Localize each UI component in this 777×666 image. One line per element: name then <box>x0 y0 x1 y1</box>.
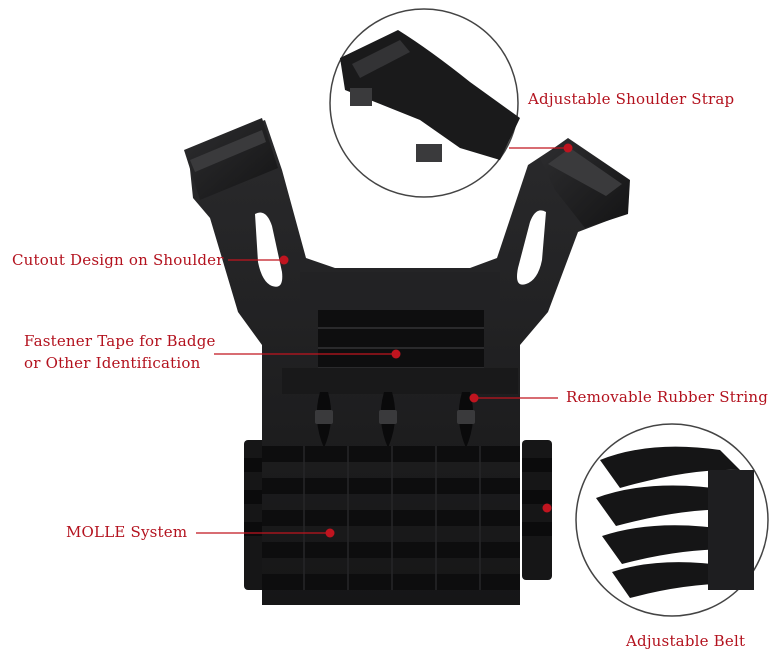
upper-strip <box>282 368 518 394</box>
shoulder-pad-right <box>540 138 630 228</box>
dot-shoulder-strap <box>563 143 573 153</box>
label-molle: MOLLE System <box>66 523 188 541</box>
shoulder-cutout-right <box>517 210 546 285</box>
inset-adjustable-belt <box>575 423 769 617</box>
label-fastener-line2: or Other Identification <box>24 354 201 372</box>
dot-molle <box>325 528 335 538</box>
label-cutout: Cutout Design on Shoulder <box>12 251 224 269</box>
label-belt: Adjustable Belt <box>626 632 746 650</box>
dot-rubber-string <box>469 393 479 403</box>
side-belt-right <box>522 440 552 580</box>
dot-fastener <box>391 349 401 359</box>
label-shoulder-strap: Adjustable Shoulder Strap <box>528 90 735 108</box>
leader-lines <box>196 147 568 534</box>
leader-dots <box>279 143 573 538</box>
dot-cutout <box>279 255 289 265</box>
inset-shoulder-strap <box>329 8 520 198</box>
molle-webbing <box>262 446 520 590</box>
dot-belt <box>542 503 552 513</box>
shoulder-cutout-left <box>255 212 283 287</box>
shoulder-pad-left <box>184 118 278 200</box>
rubber-string-loops <box>315 392 475 448</box>
top-plate <box>300 272 500 302</box>
label-fastener-line1: Fastener Tape for Badge <box>24 332 216 350</box>
label-rubber-string: Removable Rubber String <box>566 388 768 406</box>
label-fastener: Fastener Tape for Badge or Other Identif… <box>24 330 216 374</box>
